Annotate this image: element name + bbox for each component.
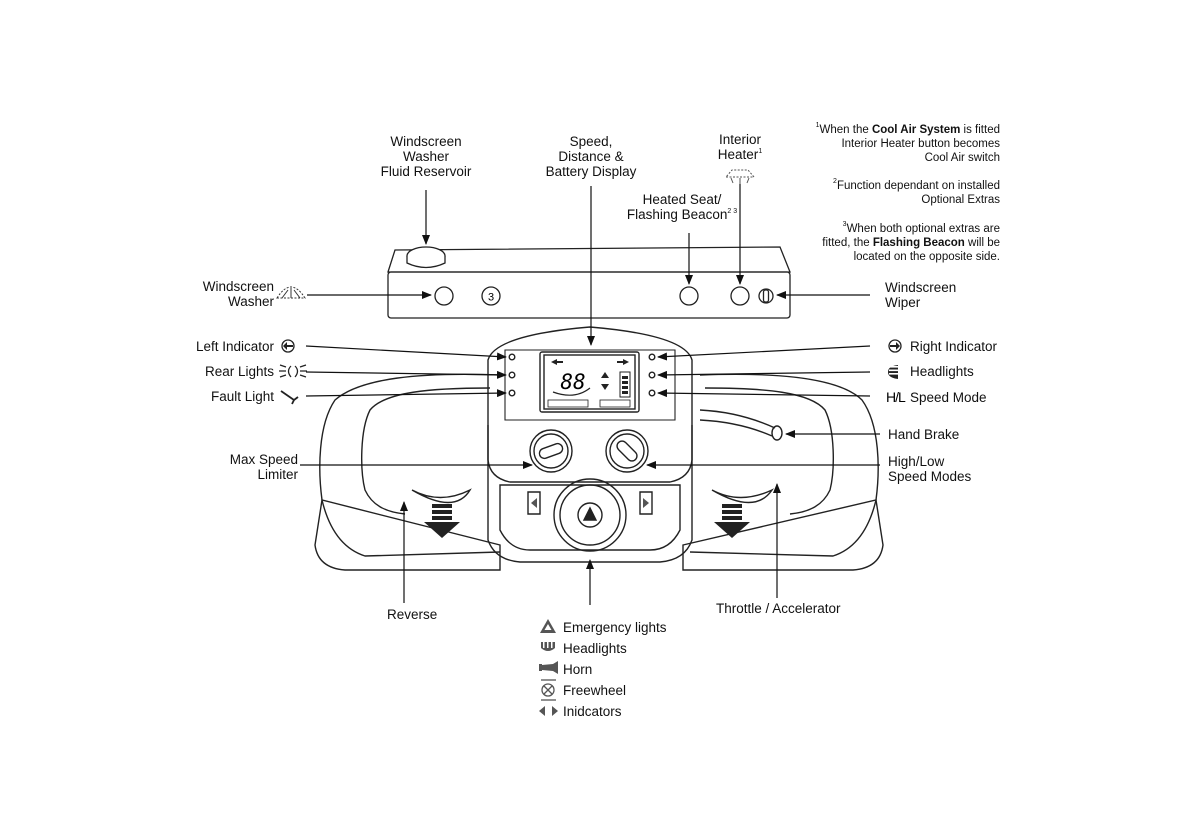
heater-icon (724, 169, 756, 184)
right-indicator-button-icon (643, 498, 649, 508)
label-display: Speed, Distance & Battery Display (545, 134, 637, 179)
rear-lights-icon (279, 364, 307, 378)
label-headlights: Headlights (910, 364, 974, 379)
wrench-icon (280, 390, 299, 405)
handlebars (314, 373, 884, 571)
footnote-2: 2Function dependant on installed Optiona… (833, 178, 1000, 206)
headlight-legend-icon (541, 642, 555, 651)
top-console (387, 246, 791, 319)
right-indicator-icon (888, 339, 902, 353)
left-indicator-icon (281, 339, 295, 353)
triangle-icon (540, 619, 556, 633)
legend-emergency-lights: Emergency lights (563, 620, 667, 635)
legend-horn: Horn (563, 662, 593, 677)
label-right-indicator: Right Indicator (910, 339, 998, 354)
footnote-1: 1When the Cool Air System is fitted Inte… (815, 122, 1000, 164)
legend-headlights: Headlights (563, 641, 627, 656)
display-digits: 88 (560, 370, 585, 394)
label-hand-brake: Hand Brake (888, 427, 960, 442)
footnote-3: 3When both optional extras are fitted, t… (822, 221, 1000, 263)
label-rear-lights: Rear Lights (204, 364, 274, 379)
label-washer-reservoir: Windscreen Washer Fluid Reservoir (380, 134, 472, 179)
label-windscreen-wiper: Windscreen Wiper (885, 280, 957, 310)
legend-freewheel: Freewheel (563, 683, 627, 698)
button-number-3: 3 (488, 292, 494, 304)
freewheel-icon (541, 679, 556, 701)
label-interior-heater: Interior Heater1 (717, 132, 763, 162)
legend-indicators: Inidcators (563, 704, 622, 719)
tiller-head (487, 326, 693, 563)
label-reverse: Reverse (387, 607, 438, 622)
reverse-arrow-icon (424, 504, 460, 538)
speed-mode-icon: H/L (886, 389, 906, 405)
lcd-display (547, 359, 631, 408)
callout-arrows (300, 184, 880, 605)
washer-icon (276, 286, 306, 299)
label-left-indicator: Left Indicator (195, 339, 274, 354)
label-throttle: Throttle / Accelerator (716, 601, 841, 616)
throttle-arrow-icon (714, 504, 750, 538)
label-high-low: High/Low Speed Modes (888, 454, 972, 484)
label-fault-light: Fault Light (210, 389, 274, 404)
label-speed-mode: Speed Mode (910, 390, 987, 405)
label-max-speed: Max Speed Limiter (229, 452, 298, 482)
indicator-arrows-icon (539, 706, 558, 716)
label-windscreen-washer: Windscreen Washer (202, 279, 274, 309)
legend-icons (539, 619, 558, 716)
horn-icon (539, 661, 558, 674)
left-indicator-button-icon (531, 498, 537, 508)
label-heated-seat: Heated Seat/ Flashing Beacon2 3 (626, 192, 738, 222)
headlight-icon (888, 365, 898, 379)
